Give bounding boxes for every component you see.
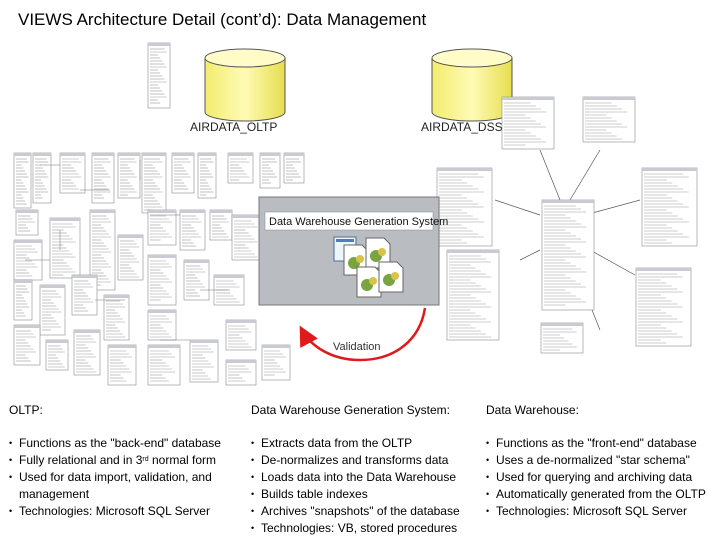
oltp-column: OLTP: Functions as the "back-end" databa… — [9, 402, 237, 520]
schema-table-thumbnail — [209, 209, 233, 241]
list-item: Uses a de-normalized "star schema" — [486, 452, 714, 469]
generation-column: Data Warehouse Generation System: Extrac… — [251, 402, 471, 537]
schema-table-thumbnail — [197, 152, 217, 199]
schema-table-thumbnail — [446, 249, 500, 341]
schema-table-thumbnail — [501, 96, 555, 150]
schema-table-thumbnail — [147, 209, 177, 246]
oltp-bullets: Functions as the "back-end" database Ful… — [9, 435, 237, 520]
schema-table-thumbnail — [147, 42, 171, 109]
schema-table-thumbnail — [13, 279, 33, 321]
validation-label: Validation — [333, 341, 381, 353]
schema-table-thumbnail — [147, 344, 181, 386]
schema-table-thumbnail — [540, 322, 584, 354]
list-item-text: normal form — [148, 453, 216, 467]
schema-table-thumbnail — [227, 152, 254, 184]
list-item: Builds table indexes — [251, 486, 471, 503]
list-item: Loads data into the Data Warehouse — [251, 469, 471, 486]
schema-table-thumbnail — [32, 152, 52, 204]
schema-table-thumbnail — [147, 309, 177, 341]
list-item: Technologies: Microsoft SQL Server — [486, 503, 714, 520]
schema-table-thumbnail — [641, 167, 698, 247]
schema-table-thumbnail — [147, 254, 177, 306]
oltp-schema-tables — [13, 42, 305, 386]
schema-table-thumbnail — [117, 234, 144, 281]
dss-schema-tables — [436, 96, 698, 354]
list-item: Fully relational and in 3rd normal form — [9, 452, 237, 469]
schema-table-thumbnail — [541, 199, 595, 311]
schema-table-thumbnail — [13, 152, 32, 209]
schema-table-thumbnail — [635, 267, 692, 347]
list-item: Used for data import, validation, and ma… — [9, 469, 237, 503]
dss-database-icon — [431, 48, 513, 122]
oltp-heading: OLTP: — [9, 403, 43, 417]
schema-table-thumbnail — [45, 339, 69, 371]
schema-table-thumbnail — [231, 214, 263, 261]
slide-title: VIEWS Architecture Detail (cont’d): Data… — [18, 10, 427, 29]
schema-table-thumbnail — [189, 339, 219, 383]
schema-table-thumbnail — [225, 359, 257, 386]
list-item: Functions as the "back-end" database — [9, 435, 237, 452]
list-item: Technologies: Microsoft SQL Server — [9, 503, 237, 520]
list-item: Archives "snapshots" of the database — [251, 503, 471, 520]
schema-table-thumbnail — [107, 344, 137, 386]
schema-table-thumbnail — [582, 96, 636, 143]
list-item-text: Fully relational and in 3 — [19, 453, 143, 467]
schema-table-thumbnail — [73, 329, 101, 376]
schema-table-thumbnail — [141, 152, 167, 214]
schema-table-thumbnail — [179, 209, 206, 251]
ordinal-superscript: rd — [142, 456, 149, 463]
list-item: Extracts data from the OLTP — [251, 435, 471, 452]
schema-table-thumbnail — [261, 344, 291, 381]
oltp-db-label: AIRDATA_OLTP — [190, 120, 277, 134]
schema-table-thumbnail — [259, 152, 281, 189]
list-item: Automatically generated from the OLTP — [486, 486, 714, 503]
warehouse-column: Data Warehouse: Functions as the "front-… — [486, 402, 714, 520]
schema-table-thumbnail — [59, 152, 86, 194]
generation-heading: Data Warehouse Generation System: — [251, 403, 450, 417]
schema-table-thumbnail — [49, 217, 81, 279]
architecture-diagram: AIRDATA_OLTP AIRDATA_DSS Data Warehouse … — [13, 42, 698, 386]
schema-table-thumbnail — [283, 152, 305, 184]
warehouse-heading: Data Warehouse: — [486, 403, 579, 417]
generation-bullets: Extracts data from the OLTP De-normalize… — [251, 435, 471, 537]
schema-table-thumbnail — [171, 152, 195, 194]
list-item: Functions as the "front-end" database — [486, 435, 714, 452]
oltp-database-icon — [204, 48, 286, 122]
schema-table-thumbnail — [436, 167, 493, 247]
dss-db-label: AIRDATA_DSS — [421, 120, 503, 134]
schema-table-thumbnail — [225, 319, 257, 351]
warehouse-bullets: Functions as the "front-end" database Us… — [486, 435, 714, 520]
program-documents-icon — [333, 236, 404, 298]
list-item: De-normalizes and transforms data — [251, 452, 471, 469]
schema-table-thumbnail — [117, 152, 141, 199]
list-item: Technologies: VB, stored procedures — [251, 520, 471, 537]
schema-table-thumbnail — [39, 284, 66, 336]
generation-system-label: Data Warehouse Generation System — [269, 216, 448, 228]
validation-arrow — [299, 307, 427, 362]
schema-table-thumbnail — [183, 259, 210, 301]
schema-table-thumbnail — [91, 152, 115, 204]
schema-table-thumbnail — [71, 274, 98, 316]
schema-table-thumbnail — [15, 209, 39, 236]
list-item: Used for querying and archiving data — [486, 469, 714, 486]
schema-table-thumbnail — [103, 294, 130, 341]
schema-table-thumbnail — [13, 324, 41, 366]
